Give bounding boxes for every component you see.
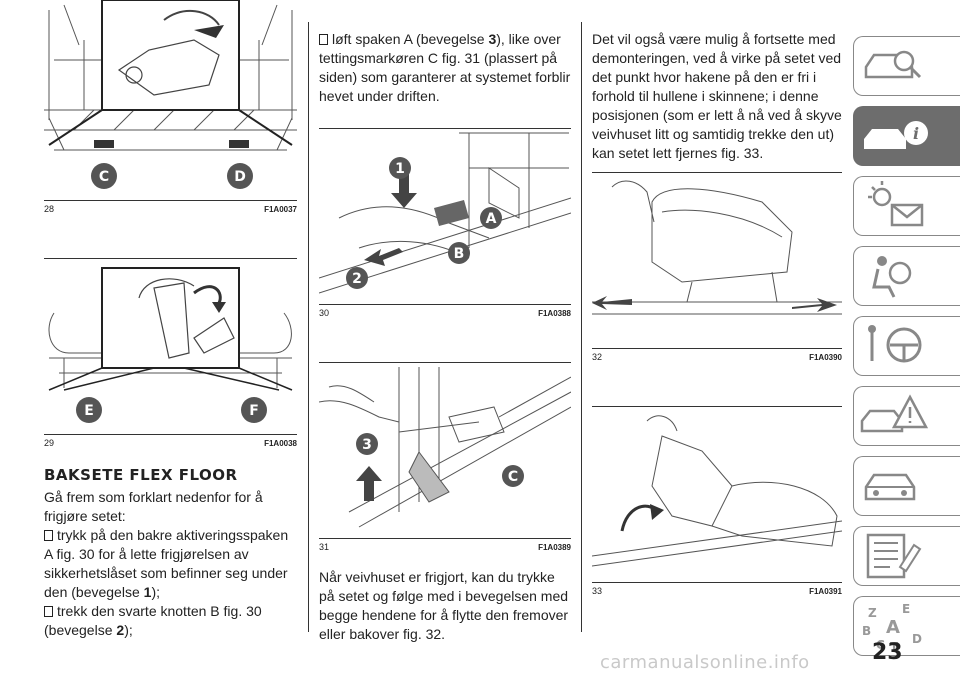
figure-33-rule [592,582,842,583]
figure-30-number: 30 [319,308,330,318]
figure-28-code: F1A0037 [264,205,297,214]
figure-29: E F 29 F1A0038 [44,258,297,452]
figure-31-top-rule [319,362,571,363]
column-1-text: BAKSETE FLEX FLOOR Gå frem som forklart … [44,466,297,640]
document-list-icon [866,533,922,579]
figure-29-rule [44,434,297,435]
tab-maintenance[interactable] [853,456,960,516]
bullet-3-motion: 3 [488,31,497,47]
figure-28-rule [44,200,297,201]
tab-car-info[interactable]: i [853,106,960,166]
figure-32-top-rule [592,172,842,173]
figure-31-number: 31 [319,542,330,552]
car-breakdown-warning-icon [860,394,929,433]
figure-32-number: 32 [592,352,603,362]
figure-30-illustration: 1 2 A B [319,132,571,294]
page-number: 23 [872,640,903,665]
figure-30-label-1: 1 [395,161,405,177]
column-separator-1 [308,22,309,632]
figure-30-rule [319,304,571,305]
bullet-2: trekk den svarte knotten B fig. 30 (beve… [44,602,297,640]
figure-31-rule [319,538,571,539]
figure-31-illustration: 3 C [319,367,571,528]
figure-28-number: 28 [44,204,55,214]
alpha-letter-t: T [890,640,899,654]
alpha-letter-b: B [862,624,871,638]
column-2-top-text: løft spaken A (bevegelse 3), like over t… [319,30,571,106]
figure-29-illustration: E F [48,267,293,423]
figure-30-label-b: B [454,246,465,262]
figure-33-illustration [592,415,842,567]
alphabet-index-icon: Z E B A C T D [862,602,922,654]
figure-31-code: F1A0389 [538,543,571,552]
tab-steering-wheel[interactable] [853,316,960,376]
bullet-box-icon [44,530,53,541]
car-info-icon: i [864,121,928,149]
car-search-icon [864,50,922,79]
figure-31-label-3: 3 [362,437,372,453]
figure-30-label-a: A [486,211,497,227]
figure-30: 1 2 A B 30 F1A0388 [319,128,571,322]
figure-28-label-c: C [99,169,109,185]
figure-29-label-f: F [249,403,259,419]
alpha-letter-c: C [876,638,885,652]
section-heading: BAKSETE FLEX FLOOR [44,466,238,484]
bullet-box-icon [319,34,328,45]
figure-31: 3 C 31 F1A0389 [319,362,571,556]
tab-documents[interactable] [853,526,960,586]
alpha-letter-a: A [886,617,900,638]
figure-29-number: 29 [44,438,55,448]
bullet-2-text: trekk den svarte knotten B fig. 30 (beve… [44,603,262,638]
column-2-paragraph: Når veivhuset er frigjort, kan du trykke… [319,569,569,642]
figure-30-code: F1A0388 [538,309,571,318]
tab-warning-lights[interactable] [853,176,960,236]
car-maintenance-icon [864,473,916,501]
tab-breakdown[interactable] [853,386,960,446]
bullet-3: løft spaken A (bevegelse 3), like over t… [319,30,571,106]
column-separator-2 [581,22,582,632]
figure-28-illustration: C D [44,0,297,189]
tab-airbag[interactable] [853,246,960,306]
tab-alphabet-index[interactable]: Z E B A C T D [853,596,960,656]
bullet-1-end: ); [151,584,160,600]
figure-32: 32 F1A0390 [592,172,842,366]
figure-33-number: 33 [592,586,603,596]
figure-28-label-d: D [234,169,246,185]
bullet-box-icon [44,606,53,617]
figure-28: C D 28 F1A0037 [44,0,297,218]
figure-32-illustration [592,180,842,315]
figure-32-code: F1A0390 [809,353,842,362]
bullet-2-motion: 2 [116,622,125,638]
tab-car-search[interactable] [853,36,960,96]
figure-31-label-c: C [508,469,518,485]
alpha-letter-z: Z [868,606,877,620]
airbag-person-icon [872,256,912,298]
column-2-bottom-text: Når veivhuset er frigjort, kan du trykke… [319,568,571,644]
alpha-letter-e: E [902,602,910,616]
column-3-text: Det vil også være mulig å fortsette med … [592,30,842,163]
intro-paragraph: Gå frem som forklart nedenfor for å frig… [44,489,263,524]
bullet-1: trykk på den bakre aktiveringsspaken A f… [44,526,297,602]
svg-text:i: i [913,124,919,143]
figure-30-top-rule [319,128,571,129]
bullet-1-motion: 1 [143,584,152,600]
bullet-3-text: løft spaken A (bevegelse [332,31,489,47]
figure-33-top-rule [592,406,842,407]
bullet-1-text: trykk på den bakre aktiveringsspaken A f… [44,527,289,600]
figure-29-label-e: E [84,403,94,419]
figure-29-top-rule [44,258,297,259]
column-3-paragraph: Det vil også være mulig å fortsette med … [592,31,842,161]
figure-29-code: F1A0038 [264,439,297,448]
steering-wheel-key-icon [868,325,922,363]
bullet-3-end: ), like over tettingsmarkøren C fig. 31 … [319,31,571,104]
bullet-2-end: ); [124,622,133,638]
figure-33: 33 F1A0391 [592,406,842,600]
warning-lights-envelope-icon [868,181,924,227]
figure-30-label-2: 2 [352,271,362,287]
watermark: carmanualsonline.info [600,652,810,673]
alpha-letter-d: D [912,632,922,646]
figure-32-rule [592,348,842,349]
figure-33-code: F1A0391 [809,587,842,596]
